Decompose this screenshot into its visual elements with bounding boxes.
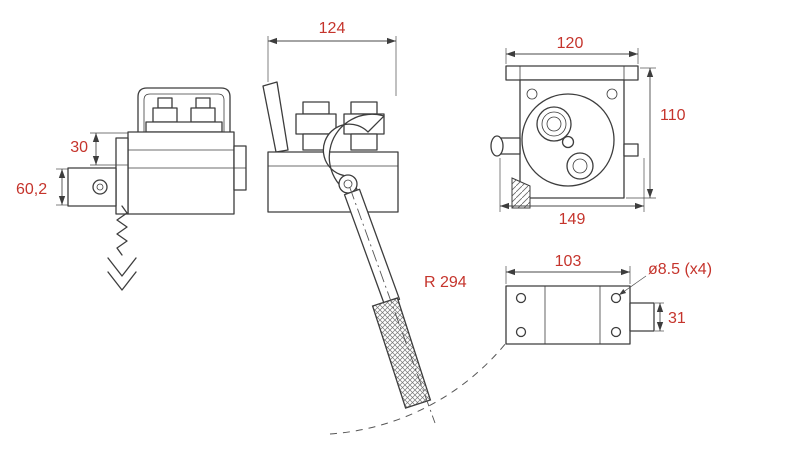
dim-110: 110 — [660, 107, 686, 124]
base-plate-view: 103 ø8.5 (x4) 31 — [505, 253, 712, 345]
valve-body-side — [127, 131, 235, 215]
hole — [610, 292, 622, 304]
port-lower — [566, 152, 594, 180]
port-left — [295, 101, 337, 151]
front-view: 124 R 294 — [262, 20, 517, 435]
top-plate — [505, 65, 639, 81]
release-blade — [262, 81, 289, 153]
handle-grip — [371, 297, 432, 409]
swing-arc — [329, 329, 517, 435]
dim-120: 120 — [557, 35, 584, 52]
hole — [515, 292, 527, 304]
valve-body-front — [267, 151, 399, 213]
top-bolt-left — [157, 97, 173, 109]
handle-centerline — [349, 187, 436, 424]
dim-124: 124 — [319, 20, 346, 37]
dim-30: 30 — [70, 139, 88, 156]
threaded-rod — [116, 205, 128, 256]
side-view: 30 60,2 — [16, 87, 247, 291]
dim-60-2: 60,2 — [16, 181, 47, 198]
dim-149: 149 — [559, 211, 586, 228]
top-bolt-right — [195, 97, 211, 109]
bail-loop — [137, 87, 231, 133]
side-tab — [629, 302, 655, 332]
mount-plate — [115, 137, 129, 215]
dim-hole-dia: ø8.5 (x4) — [648, 261, 712, 278]
center-bolt — [561, 135, 575, 149]
hole — [515, 326, 527, 338]
base-plate — [505, 285, 631, 345]
hole — [610, 326, 622, 338]
dim-r294: R 294 — [424, 274, 467, 291]
dim-103: 103 — [555, 253, 582, 270]
break-symbol — [107, 257, 137, 277]
pivot — [338, 174, 358, 194]
pin — [92, 179, 108, 195]
mount-arm — [67, 167, 117, 207]
dim-31: 31 — [668, 310, 686, 327]
rear-view: 120 110 149 — [490, 35, 686, 228]
